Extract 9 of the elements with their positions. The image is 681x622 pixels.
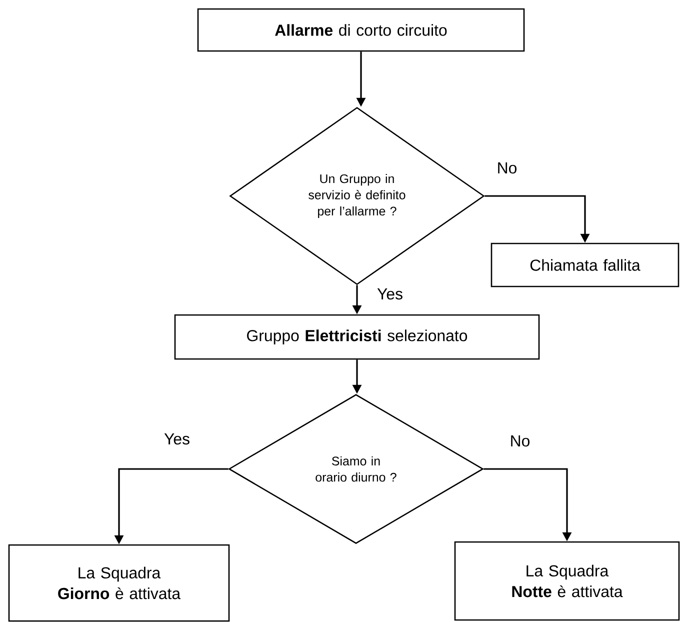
process-box: Chiamata fallita	[490, 242, 680, 288]
edge-label: No	[496, 161, 518, 175]
process-box: Allarme di corto circuito	[197, 8, 525, 52]
process-box: La Squadra Giorno è attivata	[8, 544, 230, 622]
edge-label: Yes	[376, 287, 404, 301]
process-box: Gruppo Elettricisti selezionato	[174, 314, 540, 360]
edge-label: No	[508, 434, 532, 448]
edge-label: Yes	[163, 432, 191, 446]
process-box: La Squadra Notte è attivata	[454, 541, 680, 621]
